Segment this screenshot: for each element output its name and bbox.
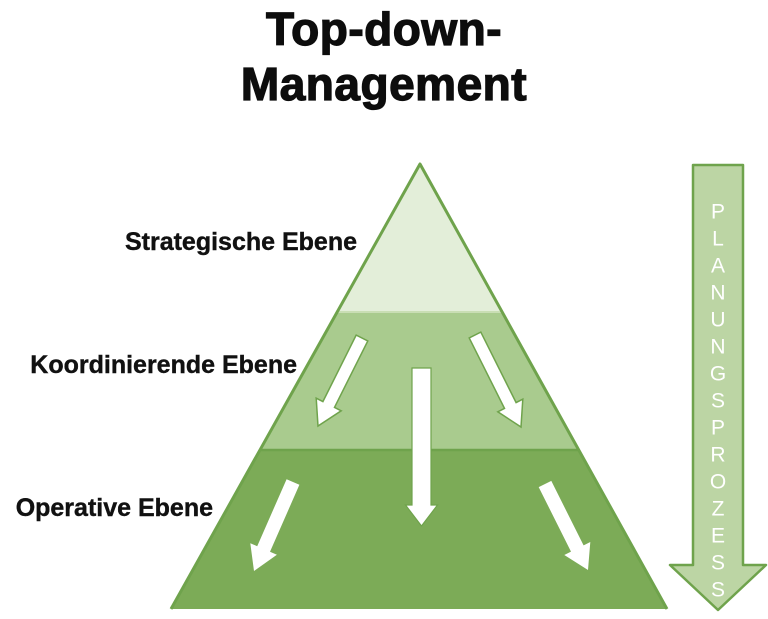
planning-letter: E — [711, 525, 725, 548]
planning-process-label: P L A N U N G S P R O Z E S S — [710, 201, 726, 602]
down-arrow-middle-left — [315, 334, 369, 428]
pyramid-outline — [169, 162, 669, 610]
planning-letter: P — [711, 201, 725, 224]
down-arrow-center — [404, 367, 439, 527]
planning-letter: L — [712, 228, 724, 251]
planning-letter: U — [710, 309, 725, 332]
planning-letter: P — [711, 417, 725, 440]
label-operative-ebene: Operative Ebene — [15, 494, 213, 522]
planning-letter: O — [710, 471, 726, 494]
planning-letter: N — [710, 282, 725, 305]
title-line-2: Management — [240, 57, 528, 110]
pyramid-level-strategic — [337, 164, 503, 312]
planning-letter: S — [711, 552, 725, 575]
title-line-1: Top-down- — [265, 2, 503, 55]
planning-letter: A — [711, 255, 725, 278]
page-title: Top-down- Management — [0, 2, 768, 112]
down-arrow-middle-right — [468, 331, 524, 429]
planning-letter: R — [710, 444, 725, 467]
down-arrow-bottom-right — [538, 480, 591, 570]
planning-letter: N — [710, 336, 725, 359]
planning-letter: Z — [712, 498, 725, 521]
label-koordinierende-ebene: Koordinierende Ebene — [30, 351, 297, 379]
down-arrow-bottom-left — [250, 479, 300, 571]
label-strategische-ebene: Strategische Ebene — [124, 228, 357, 256]
planning-process-arrow — [668, 163, 768, 612]
planning-letter: G — [710, 363, 726, 386]
planning-letter: S — [711, 579, 725, 602]
planning-letter: S — [711, 390, 725, 413]
